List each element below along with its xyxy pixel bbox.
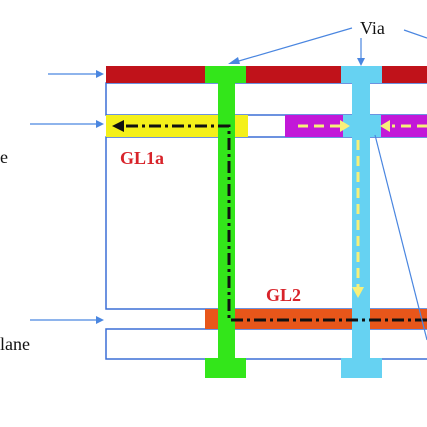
via-callout-far xyxy=(403,29,427,39)
via-left-barrel xyxy=(218,83,235,363)
via-left xyxy=(205,66,246,378)
gl-callout-diagonal xyxy=(374,134,427,341)
callout-arrowheads xyxy=(96,57,365,324)
via-callout-left-arrowhead xyxy=(228,57,240,64)
dielectric-layers xyxy=(105,82,427,360)
dielectric-layer-2 xyxy=(105,136,427,310)
left-partial-label-lower: lane xyxy=(0,334,30,354)
dielectric-layer-3 xyxy=(105,328,427,360)
via-callout-right-arrowhead xyxy=(357,58,365,66)
black-path-line xyxy=(120,124,427,322)
via-left-pad-bottom xyxy=(205,358,246,378)
left-partial-label-upper: e xyxy=(0,147,8,167)
yellow-arrowhead-left xyxy=(380,120,390,132)
yellow-arrowhead-down xyxy=(352,287,364,298)
via-label: Via xyxy=(360,18,385,38)
via-callout-left xyxy=(231,27,353,64)
via-left-pad-top xyxy=(205,66,246,83)
layer-callout-top-arrowhead xyxy=(96,70,104,78)
callout-lines xyxy=(30,27,427,341)
black-arrowhead xyxy=(112,120,124,132)
gl1a-label: GL1a xyxy=(120,148,164,168)
layer-callout-gl1-arrowhead xyxy=(96,120,104,128)
layer-callout-plane-arrowhead xyxy=(96,316,104,324)
dielectric-layer-1 xyxy=(105,82,427,116)
black-current-path xyxy=(120,124,427,322)
gl2-label: GL2 xyxy=(266,285,301,305)
yellow-current-path xyxy=(298,124,427,290)
via-right-pad-mid xyxy=(343,115,381,137)
via-right-pad-top xyxy=(341,66,382,83)
yellow-arrowhead-right xyxy=(340,120,350,132)
via-right-pad-bottom xyxy=(341,358,382,378)
